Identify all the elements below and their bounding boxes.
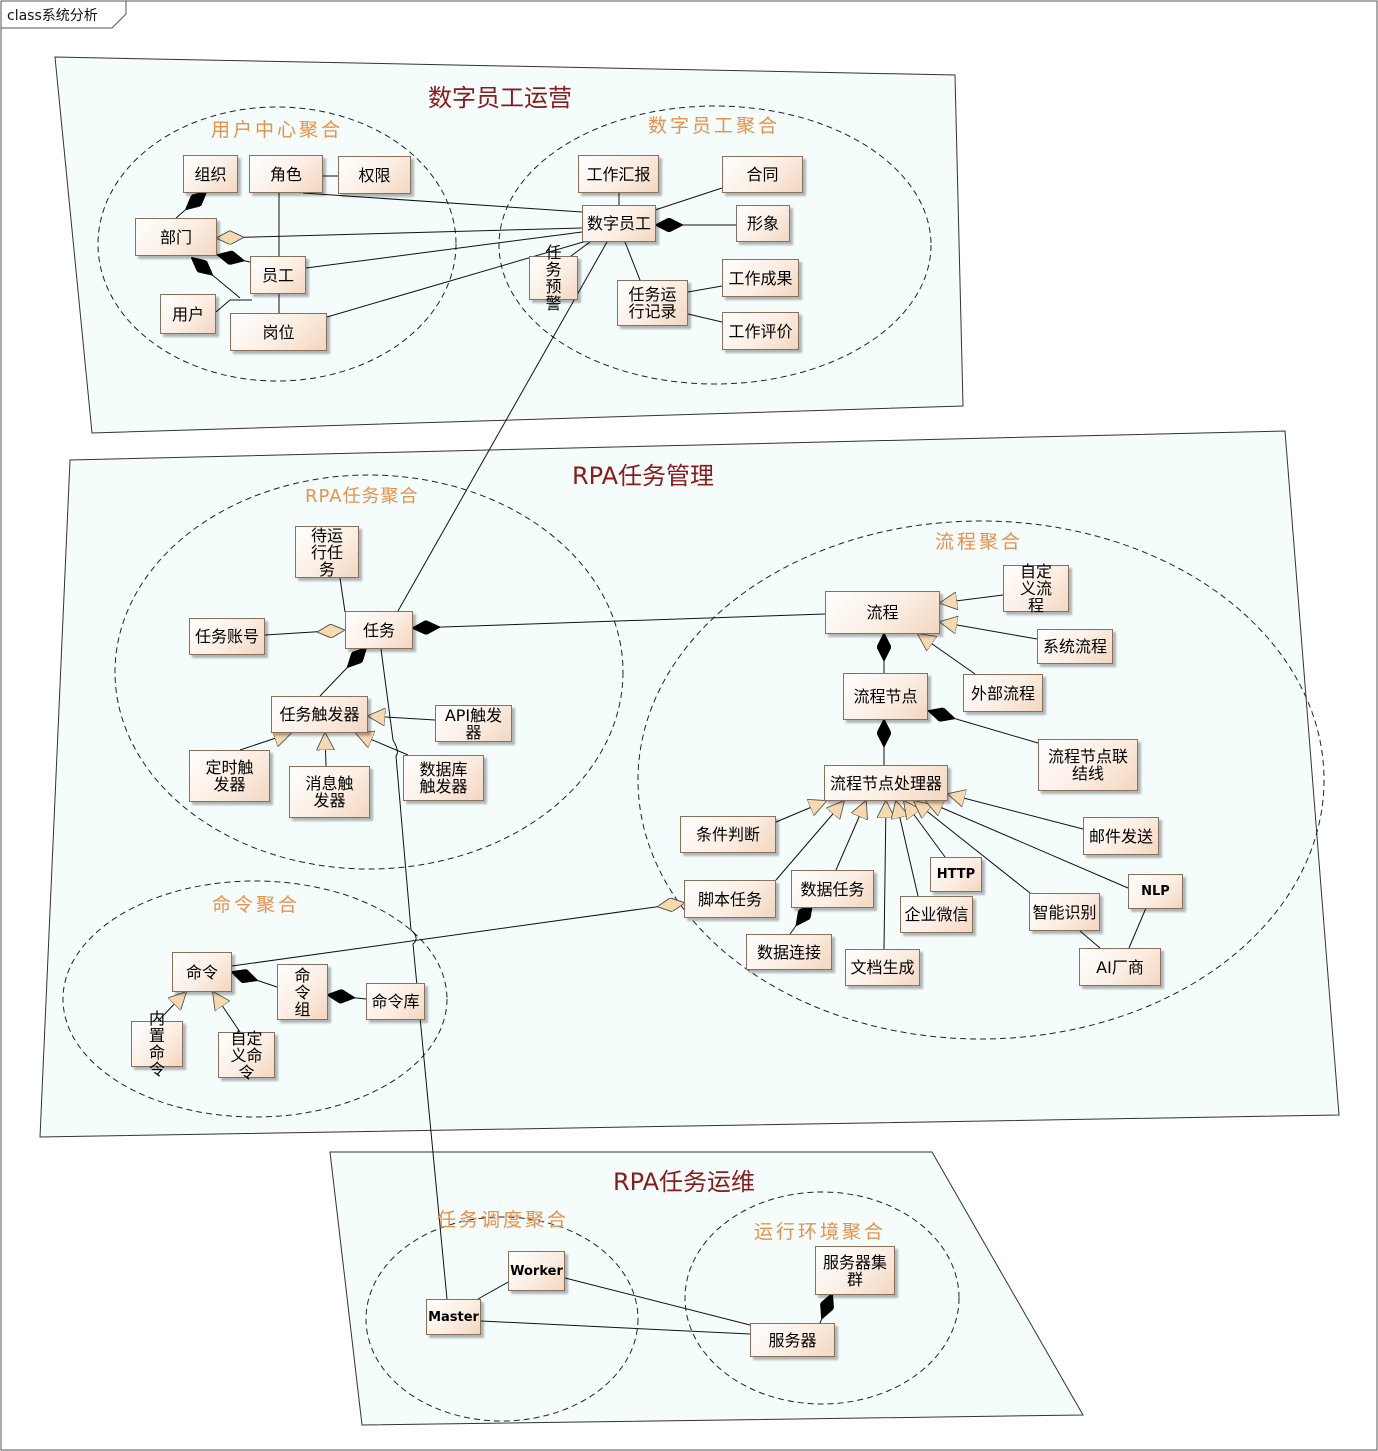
zone-title-digital-ops: 数字员工运营: [428, 84, 572, 112]
class-smart-recog[interactable]: 智能识别: [1029, 893, 1100, 931]
class-process-node[interactable]: 流程节点: [843, 673, 928, 720]
ellipse-command: [62, 880, 448, 1118]
class-ai-vendor[interactable]: AI厂商: [1079, 948, 1161, 986]
class-pending-task[interactable]: 待运行任务: [295, 526, 359, 578]
class-data-task[interactable]: 数据任务: [791, 870, 874, 908]
class-doc-gen[interactable]: 文档生成: [845, 949, 920, 986]
class-employee[interactable]: 员工: [250, 256, 306, 294]
class-task[interactable]: 任务: [345, 611, 413, 649]
ellipse-process: [637, 520, 1325, 1040]
class-timer-trigger[interactable]: 定时触发器: [189, 750, 270, 802]
class-builtin-cmd[interactable]: 内置命令: [131, 1010, 183, 1078]
agg-title-user-center: 用户中心聚合: [211, 119, 344, 141]
ellipse-digital-employee: [498, 105, 932, 385]
class-worker[interactable]: Worker: [508, 1251, 565, 1291]
agg-title-runtime-env: 运行环境聚合: [754, 1221, 887, 1243]
zone-title-rpa-task-ops: RPA任务运维: [613, 1168, 756, 1196]
agg-title-process: 流程聚合: [935, 531, 1024, 553]
class-task-account[interactable]: 任务账号: [189, 618, 265, 655]
class-task-warning[interactable]: 任务预警: [529, 244, 578, 312]
class-server-cluster[interactable]: 服务器集群: [815, 1246, 895, 1295]
class-api-trigger[interactable]: API触发器: [435, 705, 512, 742]
class-data-conn[interactable]: 数据连接: [746, 934, 832, 970]
class-image[interactable]: 形象: [736, 205, 790, 242]
class-work-report[interactable]: 工作汇报: [578, 155, 659, 193]
agg-title-digital-employee: 数字员工聚合: [648, 115, 781, 137]
class-condition[interactable]: 条件判断: [680, 816, 776, 853]
class-contract[interactable]: 合同: [722, 156, 803, 193]
agg-title-command: 命令聚合: [212, 894, 301, 916]
class-script-task[interactable]: 脚本任务: [684, 880, 776, 918]
class-msg-trigger[interactable]: 消息触发器: [289, 766, 370, 818]
agg-title-rpa-task: RPA任务聚合: [305, 486, 419, 507]
class-master[interactable]: Master: [426, 1299, 481, 1335]
class-command[interactable]: 命令: [172, 952, 232, 992]
class-command-lib[interactable]: 命令库: [366, 983, 425, 1020]
class-external-process[interactable]: 外部流程: [963, 674, 1043, 712]
frame-tab: [0, 0, 127, 29]
class-server[interactable]: 服务器: [750, 1323, 835, 1357]
class-wecom[interactable]: 企业微信: [900, 896, 973, 933]
zone-title-rpa-task-mgmt: RPA任务管理: [572, 462, 715, 490]
class-task-trigger[interactable]: 任务触发器: [271, 696, 368, 733]
frame-label: class系统分析: [7, 8, 98, 24]
zone-rpa-task-ops: [329, 1151, 1084, 1426]
class-nlp[interactable]: NLP: [1128, 874, 1183, 909]
class-role[interactable]: 角色: [249, 155, 323, 193]
class-db-trigger[interactable]: 数据库触发器: [403, 755, 484, 801]
ellipse-user-center: [97, 106, 457, 382]
class-process[interactable]: 流程: [825, 591, 940, 634]
class-command-group[interactable]: 命令组: [277, 964, 328, 1020]
class-org[interactable]: 组织: [183, 155, 238, 193]
class-digital-employee[interactable]: 数字员工: [582, 205, 656, 242]
class-work-result[interactable]: 工作成果: [722, 259, 799, 297]
class-user[interactable]: 用户: [160, 294, 216, 334]
agg-title-scheduling: 任务调度聚合: [437, 1209, 570, 1231]
class-node-handler[interactable]: 流程节点处理器: [824, 765, 948, 801]
ellipse-runtime-env: [684, 1191, 960, 1405]
ellipse-scheduling: [365, 1216, 639, 1422]
class-custom-process[interactable]: 自定义流程: [1003, 563, 1069, 614]
class-task-run-record[interactable]: 任务运行记录: [617, 280, 688, 326]
class-position[interactable]: 岗位: [230, 313, 327, 351]
class-node-link[interactable]: 流程节点联结线: [1038, 739, 1138, 791]
class-http[interactable]: HTTP: [930, 857, 982, 892]
class-custom-cmd[interactable]: 自定义命令: [218, 1030, 275, 1081]
class-work-eval[interactable]: 工作评价: [722, 312, 799, 350]
ellipse-rpa-task: [114, 474, 624, 870]
class-mail-send[interactable]: 邮件发送: [1083, 817, 1159, 855]
class-system-process[interactable]: 系统流程: [1037, 629, 1113, 664]
class-permission[interactable]: 权限: [338, 156, 411, 194]
class-department[interactable]: 部门: [135, 218, 217, 256]
